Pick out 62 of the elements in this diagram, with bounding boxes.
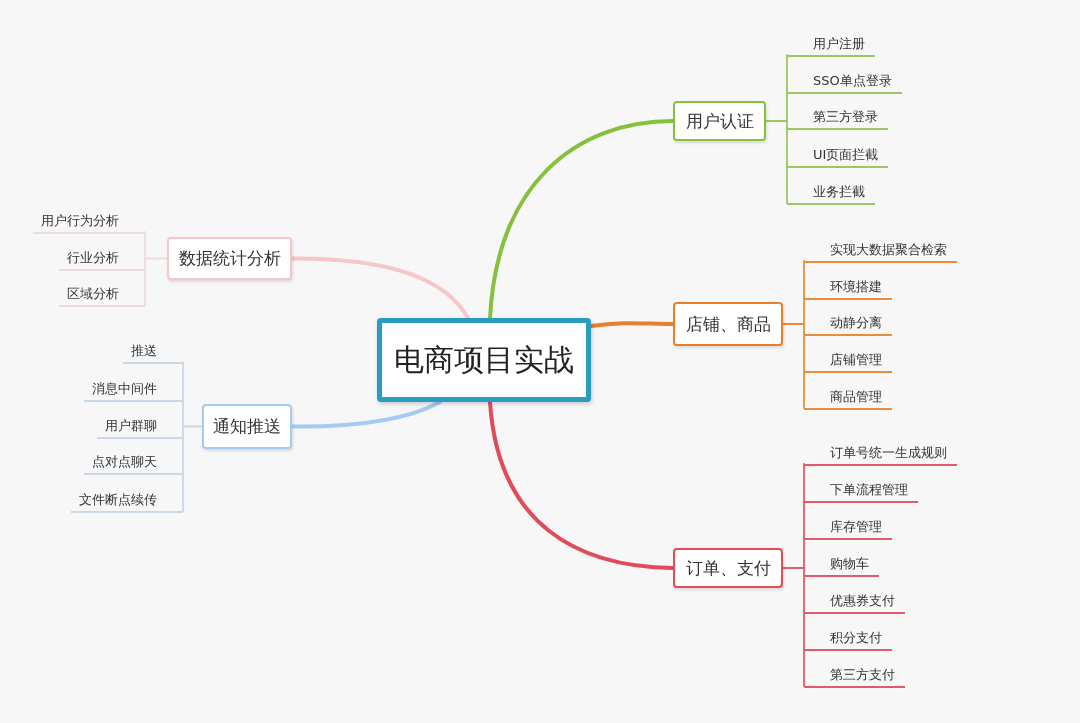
subtopic-label: 购物车 xyxy=(804,553,879,577)
subtopic-label: 推送 xyxy=(123,340,183,364)
subtopic-label: 第三方登录 xyxy=(787,106,888,130)
bracket-connector xyxy=(786,54,788,93)
bracket-connector xyxy=(803,500,805,539)
bracket-connector xyxy=(803,574,805,613)
subtopic-label: 用户群聊 xyxy=(97,415,183,439)
bracket-connector xyxy=(803,370,805,409)
bracket-connector xyxy=(803,567,805,576)
subtopic-label: 库存管理 xyxy=(804,516,892,540)
bracket-connector xyxy=(803,611,805,650)
bracket-connector xyxy=(182,425,184,438)
bracket-connector xyxy=(182,472,184,512)
bracket-connector xyxy=(803,537,805,569)
bracket-connector xyxy=(782,567,805,569)
subtopic-label: UI页面拦截 xyxy=(787,144,889,168)
subtopic-label: 第三方支付 xyxy=(804,664,905,688)
bracket-connector xyxy=(765,120,788,122)
bracket-connector xyxy=(786,120,788,129)
branch-topic-box: 数据统计分析 xyxy=(167,237,292,280)
subtopic-label: 业务拦截 xyxy=(787,181,875,205)
bracket-connector xyxy=(182,436,184,474)
curved-connector xyxy=(290,400,442,429)
curved-connector xyxy=(290,256,470,320)
branch-topic-box: 用户认证 xyxy=(673,101,766,141)
bracket-connector xyxy=(803,463,805,502)
subtopic-label: 用户注册 xyxy=(787,33,875,57)
subtopic-label: 优惠券支付 xyxy=(804,590,905,614)
subtopic-label: 动静分离 xyxy=(804,312,892,336)
curved-connector xyxy=(488,119,675,320)
central-topic-box: 电商项目实战 xyxy=(377,318,591,402)
bracket-connector xyxy=(803,260,805,299)
bracket-connector xyxy=(182,399,184,428)
subtopic-label: 店铺管理 xyxy=(804,349,892,373)
bracket-connector xyxy=(786,165,788,204)
subtopic-label: 文件断点续传 xyxy=(71,489,183,513)
branch-topic-box: 通知推送 xyxy=(202,404,292,449)
bracket-connector xyxy=(786,91,788,122)
subtopic-label: 环境搭建 xyxy=(804,276,892,300)
bracket-connector xyxy=(182,425,203,428)
subtopic-label: 实现大数据聚合检索 xyxy=(804,239,957,263)
subtopic-label: 消息中间件 xyxy=(84,378,183,402)
bracket-connector xyxy=(803,297,805,325)
subtopic-label: 商品管理 xyxy=(804,386,892,410)
bracket-connector xyxy=(786,127,788,167)
subtopic-label: 行业分析 xyxy=(59,247,145,271)
curved-connector xyxy=(589,321,675,328)
bracket-connector xyxy=(182,361,184,401)
subtopic-label: 用户行为分析 xyxy=(33,210,145,234)
bracket-connector xyxy=(782,323,805,325)
subtopic-label: SSO单点登录 xyxy=(787,70,902,94)
branch-topic-box: 店铺、商品 xyxy=(673,302,783,346)
bracket-connector xyxy=(803,648,805,687)
subtopic-label: 订单号统一生成规则 xyxy=(804,442,957,466)
bracket-connector xyxy=(803,323,805,335)
bracket-connector xyxy=(803,333,805,372)
curved-connector xyxy=(488,400,675,570)
branch-topic-box: 订单、支付 xyxy=(673,548,783,588)
subtopic-label: 点对点聊天 xyxy=(84,451,183,475)
subtopic-label: 积分支付 xyxy=(804,627,892,651)
subtopic-label: 区域分析 xyxy=(59,283,145,307)
subtopic-label: 下单流程管理 xyxy=(804,479,918,503)
